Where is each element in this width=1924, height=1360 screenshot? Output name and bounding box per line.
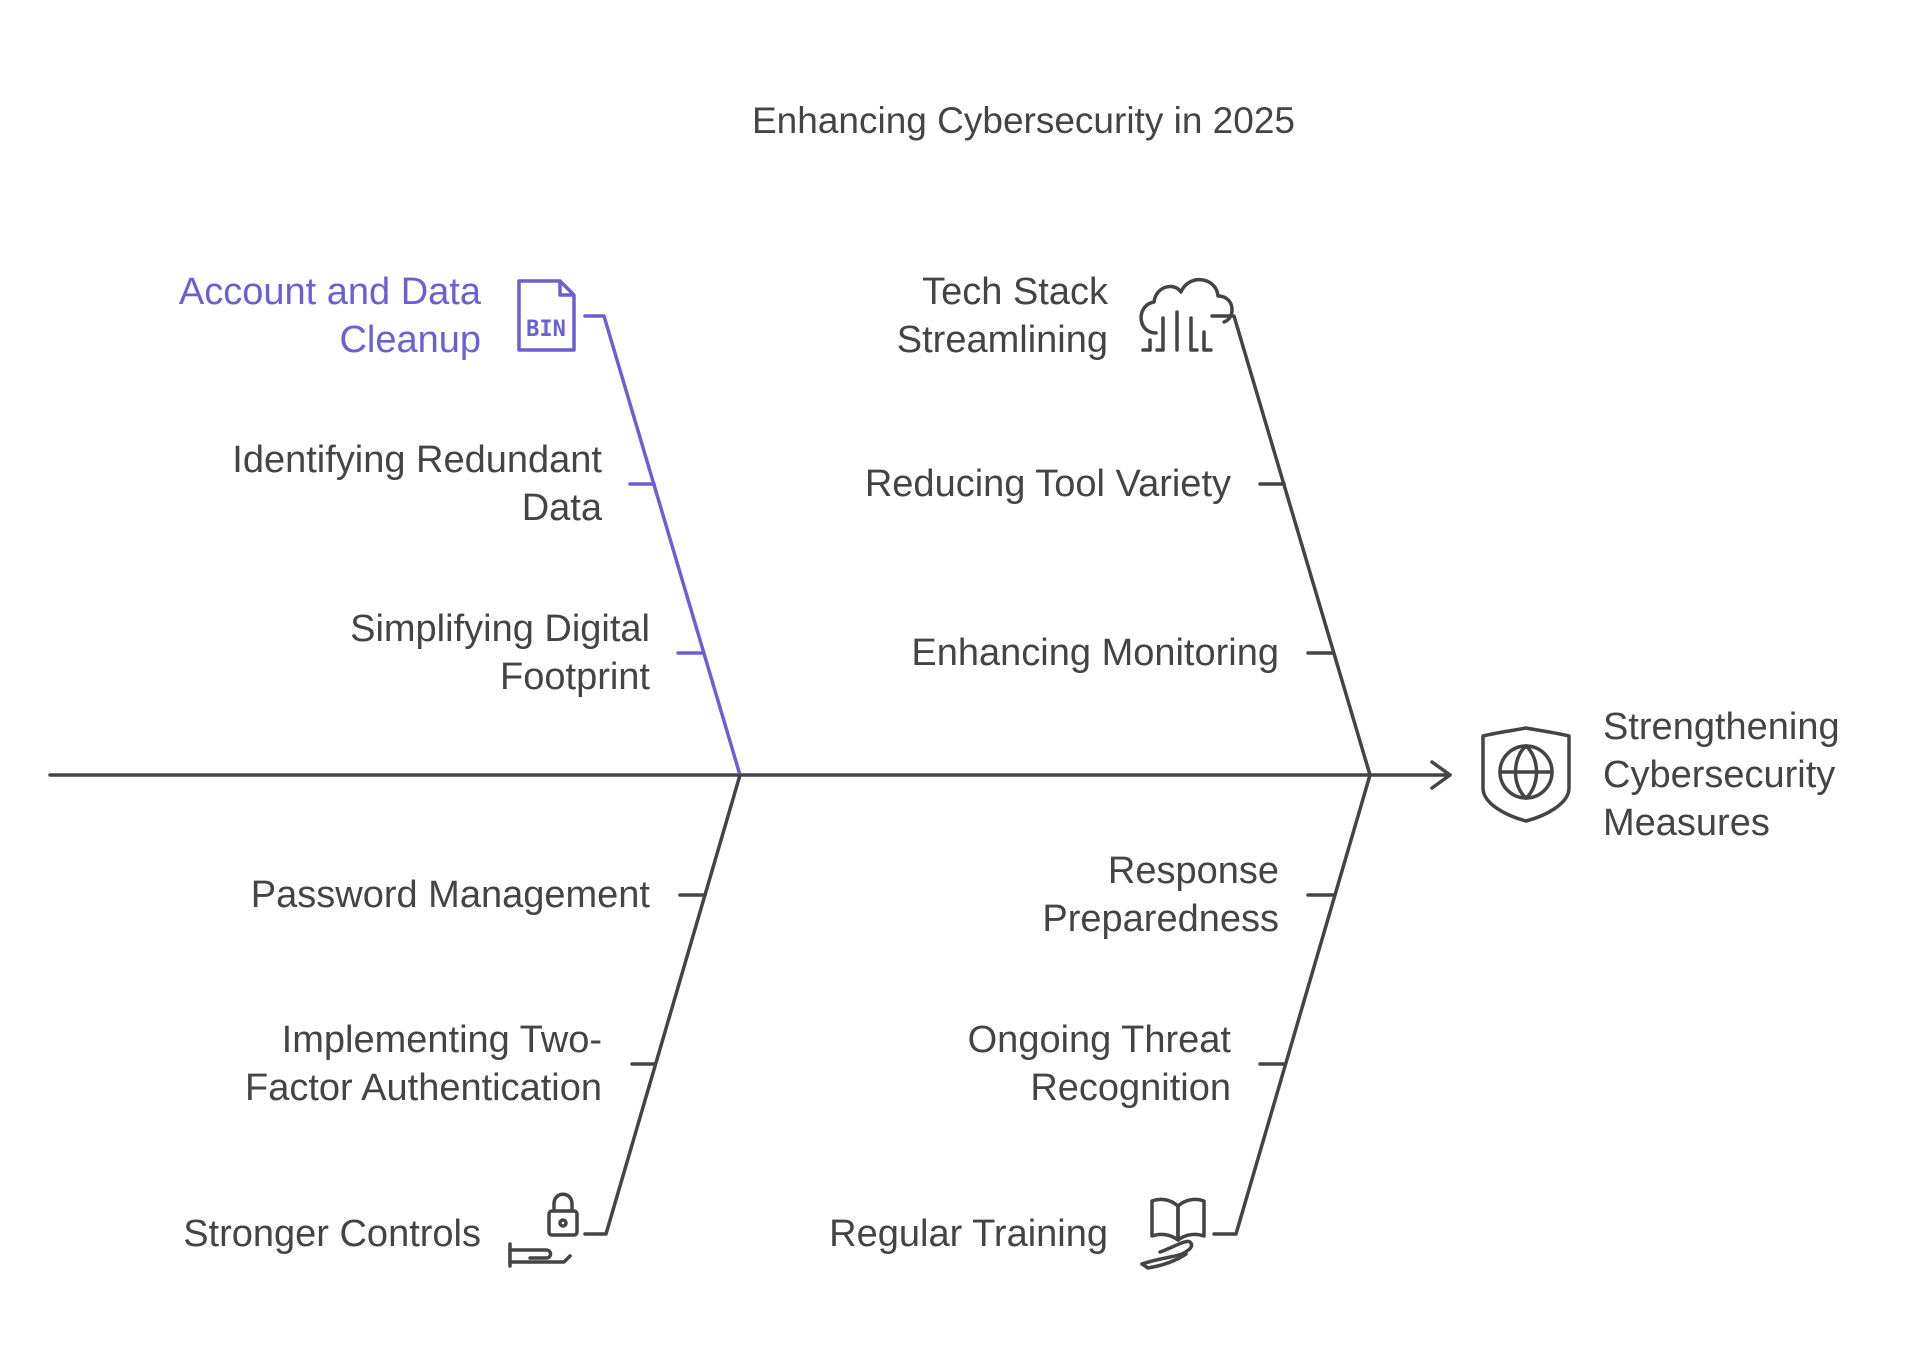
category-tech-stack-line2: Streamlining — [896, 319, 1108, 361]
diagram-title: Enhancing Cybersecurity in 2025 — [752, 100, 1295, 141]
cause-simplifying-footprint-line1: Simplifying Digital — [350, 608, 650, 650]
cause-identifying-redundant-line1: Identifying Redundant — [232, 439, 602, 481]
cause-two-factor-line2: Factor Authentication — [245, 1067, 602, 1109]
category-tech-stack-line1: Tech Stack — [922, 271, 1108, 313]
cause-simplifying-footprint-line2: Footprint — [500, 656, 650, 698]
cause-two-factor-line1: Implementing Two- — [281, 1019, 602, 1061]
shield-globe-icon — [1481, 726, 1571, 823]
cause-response-preparedness-line2: Preparedness — [1042, 898, 1279, 940]
category-tech-stack-label: Tech Stack Streamlining — [897, 268, 1108, 364]
cause-two-factor: Implementing Two- Factor Authentication — [245, 1016, 602, 1112]
effect-label: Strengthening Cybersecurity Measures — [1603, 703, 1840, 847]
cause-enhancing-monitoring: Enhancing Monitoring — [911, 632, 1279, 674]
cause-response-preparedness-line1: Response — [1107, 850, 1279, 892]
hand-lock-icon — [508, 1192, 579, 1268]
branch-stronger-controls — [583, 773, 742, 1236]
branch-account-cleanup — [583, 314, 742, 777]
cause-identifying-redundant-line2: Data — [521, 487, 602, 529]
hand-book-icon — [1140, 1197, 1206, 1270]
cause-ongoing-threat: Ongoing Threat Recognition — [968, 1016, 1231, 1112]
branch-tech-stack — [1210, 314, 1372, 777]
category-account-cleanup-label: Account and Data Cleanup — [179, 268, 481, 364]
branch-regular-training — [1212, 773, 1372, 1236]
category-regular-training-label: Regular Training — [829, 1213, 1108, 1255]
cause-identifying-redundant: Identifying Redundant Data — [232, 436, 602, 532]
bin-file-icon: BIN — [517, 279, 576, 352]
cause-password-management: Password Management — [250, 874, 650, 916]
spine-arrowhead — [1430, 760, 1452, 790]
category-account-cleanup-line2: Cleanup — [339, 319, 481, 361]
category-stronger-controls-label: Stronger Controls — [183, 1213, 481, 1255]
cause-reducing-tools: Reducing Tool Variety — [864, 463, 1231, 505]
cause-response-preparedness: Response Preparedness — [1042, 847, 1279, 943]
category-account-cleanup-line1: Account and Data — [178, 271, 481, 313]
effect-line1: Strengthening — [1603, 706, 1840, 748]
effect-line3: Measures — [1603, 802, 1770, 844]
cause-simplifying-footprint: Simplifying Digital Footprint — [350, 605, 650, 701]
svg-text:BIN: BIN — [526, 317, 566, 342]
cloud-circuit-icon — [1139, 277, 1234, 352]
effect-line2: Cybersecurity — [1603, 754, 1836, 796]
cause-ongoing-threat-line1: Ongoing Threat — [967, 1019, 1231, 1061]
cause-ongoing-threat-line2: Recognition — [1030, 1067, 1231, 1109]
